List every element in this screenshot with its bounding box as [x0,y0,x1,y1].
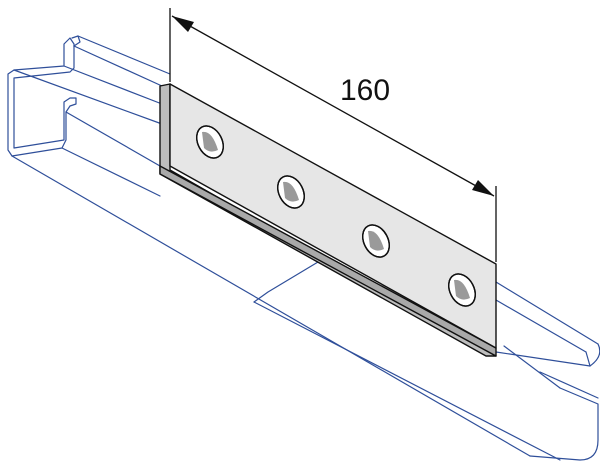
flat-plate [159,83,497,357]
strut-channel [7,35,600,461]
channel-top-inner-edge [73,45,163,87]
channel-upper-edge-b [63,65,163,105]
dimension-label: 160 [340,74,390,107]
hole-2 [277,175,305,209]
arrow-right [472,180,494,196]
channel-upper-edge-a [13,69,163,125]
hole-1 [196,125,224,159]
channel-lower-edge-b [61,147,161,197]
channel-right-rail-a [495,281,599,345]
channel-top-lip [71,35,81,47]
channel-base-seam [253,261,319,303]
channel-bottom-inner [503,345,561,389]
channel-bottom-curl [529,387,599,461]
hole-4 [448,273,476,307]
hole-3 [362,224,390,258]
channel-lower-edge-a [11,155,531,457]
channel-right-rail-d [539,371,599,399]
channel-right-rail-b [495,299,587,353]
channel-right-end [585,343,600,367]
channel-base-seam-lower [253,301,561,461]
channel-end-profile [7,37,77,157]
channel-top-edge [77,35,171,75]
channel-lower-edge-c [65,111,161,167]
plate-bottom-edge [159,165,497,357]
dimension [169,8,497,262]
dimension-line [171,15,495,197]
plate-holes [196,125,476,307]
channel-right-rail-c [495,351,591,367]
plate-face [169,83,497,349]
arrow-left [172,16,194,32]
